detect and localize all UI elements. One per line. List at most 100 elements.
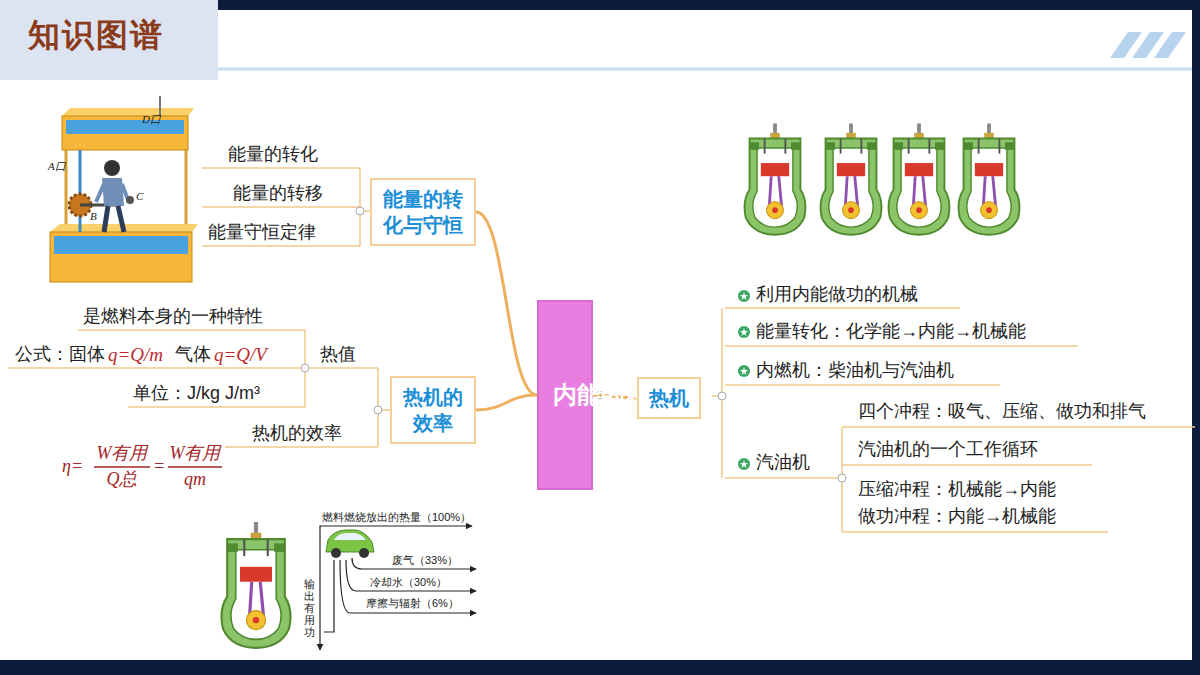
branch-box: 能量的转化与守恒 bbox=[370, 178, 476, 246]
bullet-icons bbox=[740, 367, 748, 375]
water-apparatus bbox=[96, 184, 104, 202]
branch-label: 内燃机：柴油机与汽油机 bbox=[756, 360, 954, 382]
branch-label: q=Q/m bbox=[108, 344, 163, 367]
water-apparatus bbox=[62, 108, 194, 116]
energy-flow bbox=[324, 560, 334, 632]
branch-box: 热机的效率 bbox=[390, 376, 476, 444]
bullet-icons bbox=[740, 292, 748, 468]
water-apparatus bbox=[50, 96, 198, 282]
branch-label: 气体 bbox=[175, 344, 211, 366]
branch-label: 单位：J/kg J/m³ bbox=[133, 383, 260, 405]
bullet-icons bbox=[738, 326, 750, 338]
branch-lines bbox=[842, 427, 1195, 532]
branch-label: D口 bbox=[142, 113, 161, 126]
engine-strokes bbox=[889, 123, 950, 234]
branch-label: 能量守恒定律 bbox=[208, 222, 316, 244]
water-apparatus bbox=[62, 116, 188, 150]
branch-lines bbox=[202, 168, 370, 246]
branch-label: 四个冲程：吸气、压缩、做功和排气 bbox=[858, 401, 1146, 423]
water-apparatus bbox=[102, 178, 124, 206]
engine-strokes bbox=[222, 522, 291, 648]
mindmap-branch bbox=[476, 395, 537, 410]
branch-label: 摩擦与辐射（6%） bbox=[366, 597, 459, 610]
collapse-markers bbox=[596, 391, 604, 399]
branch-label: W有用 bbox=[97, 443, 148, 465]
branch-label: 压缩冲程：机械能→内能 bbox=[858, 479, 1056, 501]
water-apparatus bbox=[50, 232, 192, 282]
branch-label: B bbox=[90, 210, 97, 223]
title-text: 知识图谱 bbox=[28, 17, 164, 53]
branch-label: 利用内能做功的机械 bbox=[756, 284, 918, 306]
fraction-bars bbox=[94, 466, 150, 468]
branch-label: = bbox=[153, 456, 165, 478]
car-icon bbox=[334, 533, 366, 540]
bullet-icons bbox=[740, 292, 748, 300]
collapse-markers bbox=[718, 392, 726, 400]
branch-label: Q总 bbox=[107, 469, 138, 491]
car-icon bbox=[326, 530, 374, 558]
engine-strokes bbox=[959, 123, 1020, 234]
branch-label: 汽油机的一个工作循环 bbox=[858, 439, 1038, 461]
branch-label: 是燃料本身的一种特性 bbox=[83, 306, 263, 328]
branch-label: 热值 bbox=[320, 344, 356, 366]
node-text: 热机 bbox=[649, 385, 689, 411]
water-apparatus bbox=[66, 120, 184, 134]
branch-label: q=Q/V bbox=[214, 344, 267, 367]
branch-label: 热机的效率 bbox=[252, 423, 342, 445]
collapse-markers bbox=[838, 474, 846, 482]
car-icon bbox=[331, 548, 341, 558]
branch-label: 能量的转移 bbox=[233, 183, 323, 205]
branch-label: η= bbox=[62, 456, 83, 478]
bullet-icons bbox=[738, 365, 750, 377]
branch-label: 燃料燃烧放出的热量（100%） bbox=[322, 511, 471, 524]
node-text: 能量的转化与守恒 bbox=[382, 186, 464, 238]
title-band: 知识图谱 bbox=[0, 0, 218, 80]
branch-label: 输出有用功 bbox=[304, 578, 315, 638]
car-icon bbox=[326, 530, 374, 552]
bullet-icons bbox=[738, 458, 750, 470]
branch-label: 汽油机 bbox=[756, 452, 810, 474]
energy-flow bbox=[320, 526, 476, 650]
branch-label: 能量的转化 bbox=[228, 144, 318, 166]
bullet-icons bbox=[738, 290, 750, 302]
panel bbox=[1110, 32, 1186, 58]
branch-label: 做功冲程：内能→机械能 bbox=[858, 506, 1056, 528]
panel bbox=[0, 10, 1192, 660]
branch-label: A口 bbox=[48, 160, 66, 173]
collapse-markers bbox=[301, 364, 309, 372]
branch-label: W有用 bbox=[170, 443, 221, 465]
bullet-icons bbox=[740, 328, 748, 336]
branch-box: 热机 bbox=[637, 377, 701, 419]
node-text: 内能的利用 bbox=[553, 382, 577, 408]
bullet-icons bbox=[738, 290, 750, 470]
collapse-markers bbox=[374, 406, 382, 414]
mindmap-branch bbox=[476, 212, 537, 395]
central-box: 内能的利用 bbox=[537, 300, 593, 490]
branch-label: 能量转化：化学能→内能→机械能 bbox=[756, 321, 1026, 343]
water-apparatus bbox=[104, 206, 108, 232]
mindmap-branch bbox=[593, 395, 637, 398]
water-apparatus bbox=[104, 160, 120, 176]
panel bbox=[218, 68, 1192, 71]
engine-strokes bbox=[821, 123, 882, 234]
energy-flow bbox=[319, 540, 320, 650]
engine-strokes bbox=[745, 123, 806, 234]
water-apparatus bbox=[54, 236, 188, 254]
fraction-bars bbox=[168, 466, 222, 468]
branch-label: 废气（33%） bbox=[392, 554, 458, 567]
branch-label: C bbox=[136, 190, 143, 203]
branch-label: qm bbox=[184, 469, 206, 491]
energy-flow bbox=[340, 560, 476, 613]
branch-lines bbox=[8, 168, 1195, 532]
water-apparatus bbox=[118, 206, 124, 232]
branch-lines bbox=[8, 330, 390, 447]
water-apparatus bbox=[79, 150, 82, 232]
collapse-markers bbox=[356, 207, 364, 215]
branch-lines bbox=[712, 308, 1078, 478]
node-text: 热机的效率 bbox=[402, 384, 464, 436]
bullet-icons bbox=[740, 460, 748, 468]
branch-label: 公式：固体 bbox=[15, 344, 105, 366]
branch-label: 冷却水（30%） bbox=[370, 576, 447, 589]
panel bbox=[0, 10, 1192, 660]
car-icon bbox=[359, 548, 369, 558]
